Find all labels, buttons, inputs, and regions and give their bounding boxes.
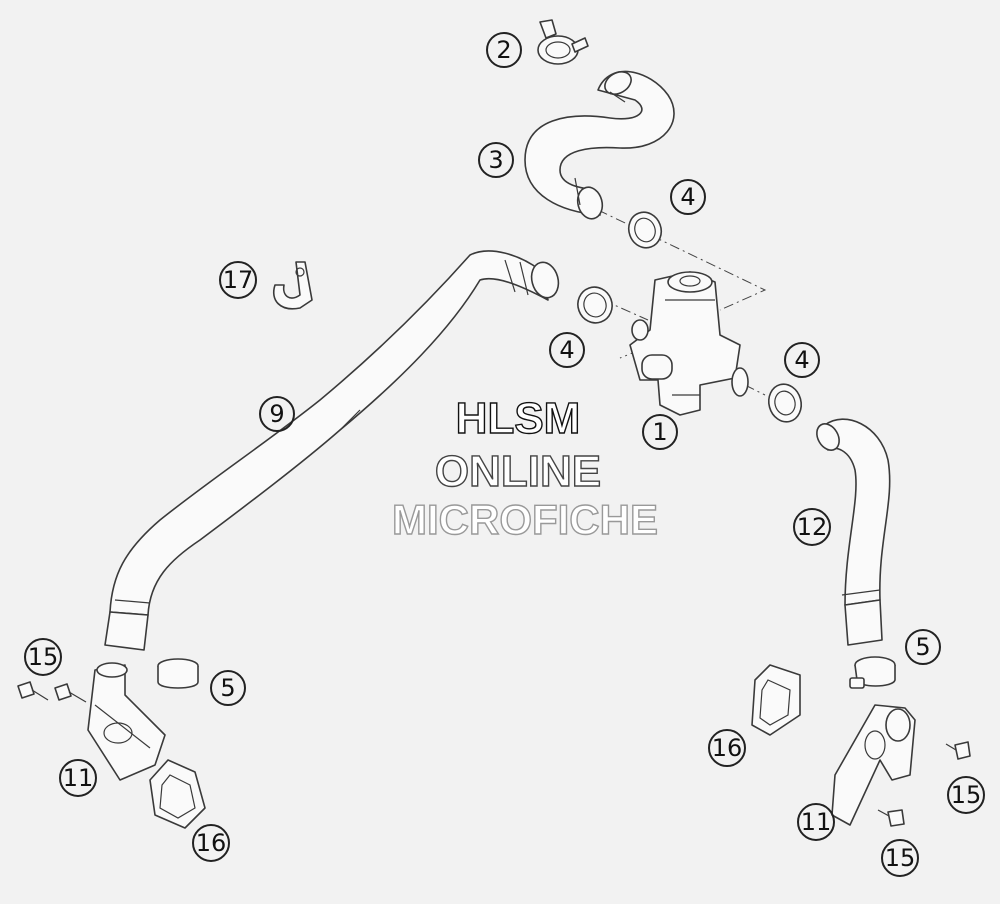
callout-5-left: 5 bbox=[210, 670, 246, 706]
part-2-hose-clamp bbox=[537, 19, 589, 65]
part-4-clamp-upper bbox=[627, 211, 663, 249]
part-16-reed-plate-left bbox=[149, 759, 206, 829]
part-5-clamp-left bbox=[157, 658, 199, 689]
callout-11-left: 11 bbox=[59, 759, 97, 797]
callout-4-middle: 4 bbox=[549, 332, 585, 368]
callout-label: 1 bbox=[652, 418, 667, 446]
callout-label: 4 bbox=[794, 346, 809, 374]
callout-label: 17 bbox=[223, 266, 254, 294]
watermark: HLSM ONLINE MICROFICHE bbox=[391, 393, 658, 543]
callout-4-right: 4 bbox=[784, 342, 820, 378]
part-3-hose bbox=[524, 70, 675, 220]
callout-label: 11 bbox=[63, 764, 94, 792]
callout-label: 15 bbox=[28, 643, 59, 671]
part-4-clamp-middle bbox=[577, 286, 613, 324]
callout-15-right-lower: 15 bbox=[881, 839, 919, 877]
watermark-line-3: MICROFICHE bbox=[392, 496, 658, 543]
part-16-reed-plate-right bbox=[751, 664, 801, 736]
callout-4-upper: 4 bbox=[670, 179, 706, 215]
watermark-line-2: ONLINE bbox=[435, 447, 601, 496]
callout-16-left: 16 bbox=[192, 824, 230, 862]
callout-16-right: 16 bbox=[708, 729, 746, 767]
part-15-bolts-right bbox=[877, 741, 971, 827]
part-12-hose bbox=[816, 418, 891, 646]
callout-label: 16 bbox=[196, 829, 227, 857]
part-17-p-clip bbox=[273, 261, 313, 310]
callout-label: 16 bbox=[712, 734, 743, 762]
callout-17: 17 bbox=[219, 261, 257, 299]
callout-label: 5 bbox=[220, 674, 235, 702]
part-9-long-hose bbox=[104, 250, 560, 651]
callout-label: 2 bbox=[496, 36, 511, 64]
part-5-clamp-right bbox=[849, 656, 896, 689]
part-4-clamp-right bbox=[767, 383, 803, 423]
callout-label: 4 bbox=[680, 183, 695, 211]
callout-12: 12 bbox=[793, 508, 831, 546]
part-11-cover-right bbox=[831, 704, 916, 826]
callout-label: 3 bbox=[488, 146, 503, 174]
callout-label: 4 bbox=[559, 336, 574, 364]
callout-9: 9 bbox=[259, 396, 295, 432]
part-1-air-valve bbox=[629, 271, 749, 416]
callout-15-left: 15 bbox=[24, 638, 62, 676]
callout-label: 9 bbox=[269, 400, 284, 428]
part-11-cover-left bbox=[87, 662, 166, 781]
callout-label: 5 bbox=[915, 633, 930, 661]
callout-1: 1 bbox=[642, 414, 678, 450]
callout-5-right: 5 bbox=[905, 629, 941, 665]
callout-label: 12 bbox=[797, 513, 828, 541]
callout-label: 15 bbox=[951, 781, 982, 809]
callout-3: 3 bbox=[478, 142, 514, 178]
callout-label: 15 bbox=[885, 844, 916, 872]
callout-label: 11 bbox=[801, 808, 832, 836]
part-15-bolts-left bbox=[17, 681, 87, 703]
callout-15-right-upper: 15 bbox=[947, 776, 985, 814]
watermark-line-1: HLSM bbox=[456, 394, 581, 443]
callout-11-right: 11 bbox=[797, 803, 835, 841]
callout-2: 2 bbox=[486, 32, 522, 68]
